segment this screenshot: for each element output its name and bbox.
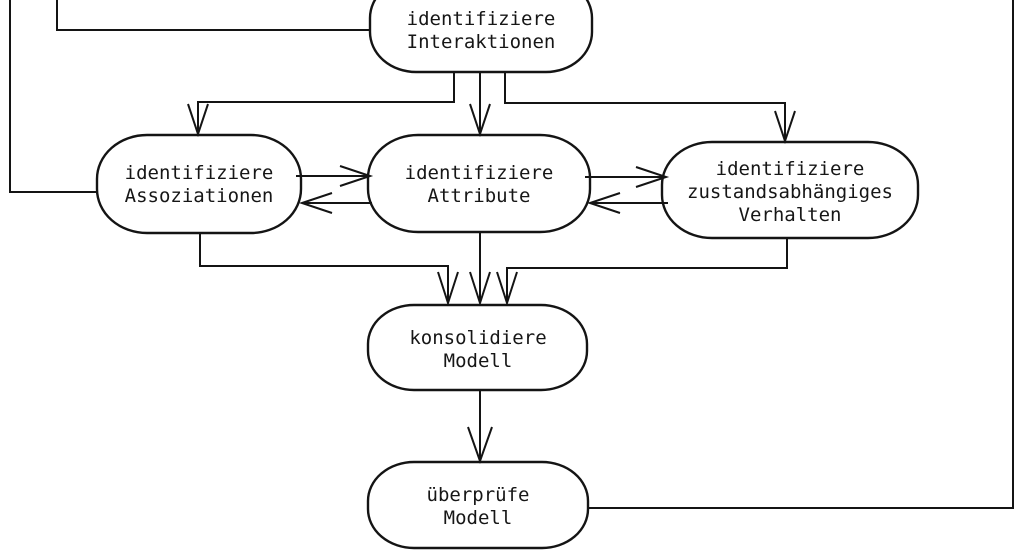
node-identifiziere-interaktionen: identifiziere Interaktionen	[368, 0, 594, 74]
node-identifiziere-assoziationen: identifiziere Assoziationen	[95, 133, 303, 235]
node-konsolidiere-modell: konsolidiere Modell	[366, 303, 589, 392]
node-shape-assoziationen	[95, 133, 303, 235]
node-label-line: Modell	[444, 507, 513, 529]
node-label-line: identifiziere	[125, 162, 274, 184]
node-label-line: konsolidiere	[409, 327, 546, 349]
node-label-line: zustandsabhängiges	[687, 181, 893, 203]
edge-attribute-to-assoziationen	[298, 192, 372, 214]
edge-attribute-to-konsolidiere	[469, 232, 491, 307]
node-shape-konsolidiere	[366, 303, 589, 392]
edge-assoziationen-to-konsolidiere	[199, 233, 459, 307]
node-identifiziere-attribute: identifiziere Attribute	[366, 133, 592, 234]
edge-assoziationen-to-attribute	[296, 165, 374, 187]
node-label-line: Verhalten	[739, 204, 842, 226]
node-label-line: Modell	[444, 350, 513, 372]
edge-konsolidiere-to-ueberpruefe	[467, 390, 493, 465]
node-label-line: identifiziere	[405, 162, 554, 184]
node-ueberpruefe-modell: überprüfe Modell	[366, 460, 590, 550]
edge-verhalten-to-attribute	[586, 192, 668, 214]
edge-verhalten-to-konsolidiere	[496, 238, 788, 307]
edges	[9, 0, 1014, 509]
node-label-line: identifiziere	[407, 8, 556, 30]
edge-interaktionen-to-assoziationen	[187, 72, 455, 138]
edge-interaktionen-to-attribute	[469, 72, 491, 138]
node-label-line: Interaktionen	[407, 31, 556, 53]
edge-ueberpruefe-feedback	[588, 0, 1014, 509]
edge-interaktionen-to-verhalten	[504, 72, 796, 145]
node-identifiziere-zustandsabhaengiges-verhalten: identifiziere zustandsabhängiges Verhalt…	[660, 140, 920, 240]
node-label-line: Assoziationen	[125, 185, 274, 207]
node-label-line: identifiziere	[716, 158, 865, 180]
edge-attribute-to-verhalten	[585, 166, 670, 188]
node-shape-ueberpruefe	[366, 460, 590, 550]
node-label-line: Attribute	[428, 185, 531, 207]
edge-feedback-to-interaktionen	[56, 0, 370, 31]
node-label-line: überprüfe	[427, 484, 530, 506]
node-shape-verhalten	[660, 140, 920, 240]
edge-feedback-to-assoziationen	[9, 0, 97, 193]
